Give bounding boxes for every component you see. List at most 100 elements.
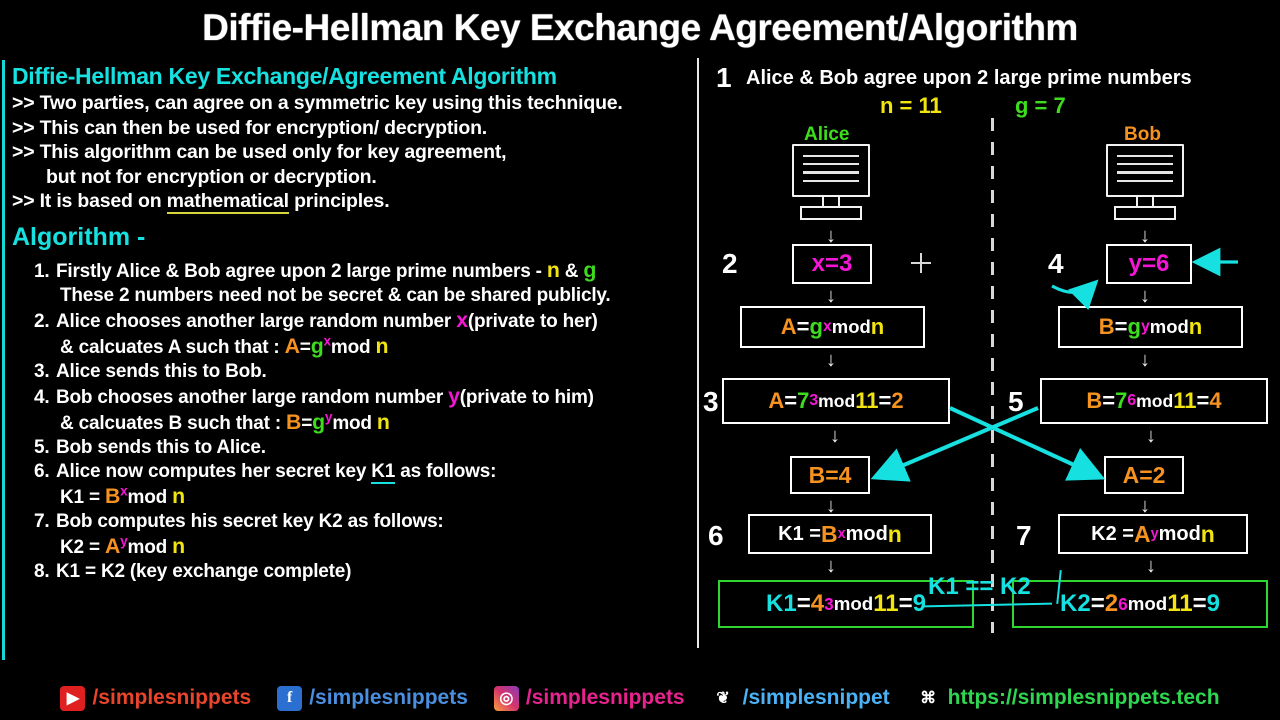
token-eq: = <box>1141 250 1156 277</box>
swap-arrows <box>870 247 1238 482</box>
alice-computer-icon <box>788 144 874 222</box>
step-text: Alice sends this to Bob. <box>56 360 267 382</box>
footer-item-instagram[interactable]: ◎ /simplesnippets <box>493 685 685 711</box>
token-y-exp: y <box>324 409 333 425</box>
diagram-step-3-number: 3 <box>703 386 719 417</box>
token-eq: = <box>1114 314 1128 339</box>
twitter-handle: /simplesnippet <box>742 686 890 709</box>
left-panel: Diffie-Hellman Key Exchange/Agreement Al… <box>12 62 690 647</box>
bullet-4-underlined: mathematical <box>166 190 289 214</box>
token-eq: = <box>784 388 798 413</box>
list-item: 5.Bob sends this to Alice. <box>34 436 690 460</box>
token-mod: mod <box>1149 316 1189 337</box>
footer-item-facebook[interactable]: f /simplesnippets <box>277 685 468 711</box>
step-number: 4. <box>34 386 50 408</box>
token-mod: mod <box>1158 522 1201 545</box>
token-x: x <box>456 307 468 332</box>
list-item: 1.Firstly Alice & Bob agree upon 2 large… <box>34 258 690 308</box>
token-mod: mod <box>831 316 871 337</box>
token-mod: mod <box>1127 593 1168 614</box>
diagram-step-1-text: Alice & Bob agree upon 2 large prime num… <box>746 67 1192 89</box>
token-n: n <box>1200 520 1215 547</box>
token-eq: = <box>1090 590 1105 617</box>
step-text: as follows: <box>395 460 497 482</box>
token-eq: = <box>796 314 810 339</box>
token-n: n <box>870 314 885 339</box>
arrow-down-icon: ↓ <box>826 285 836 307</box>
base-value: 7 <box>1115 388 1128 413</box>
twitter-icon: ❦ <box>716 690 730 707</box>
bob-computer-icon <box>1102 144 1188 222</box>
bullet-4-suffix: principles. <box>288 190 390 212</box>
key-label: K2 <box>1060 590 1091 617</box>
left-panel-heading: Diffie-Hellman Key Exchange/Agreement Al… <box>12 63 557 89</box>
center-divider-dashed <box>991 118 994 633</box>
final-key-value: 9 <box>912 590 926 617</box>
footer-item-youtube[interactable]: ▶ /simplesnippets <box>60 685 251 711</box>
token-mod: mod <box>833 593 874 614</box>
list-item: 7.Bob computes his secret key K2 as foll… <box>34 510 690 560</box>
instagram-handle: /simplesnippets <box>525 686 685 709</box>
token-B: B <box>104 483 121 508</box>
token-eq: = <box>898 590 913 617</box>
step-subline: These 2 numbers need not be secret & can… <box>60 284 611 306</box>
token-mod: mod <box>127 486 173 508</box>
step-number: 5. <box>34 436 50 458</box>
footer-item-website[interactable]: ⌘ https://simplesnippets.tech <box>916 686 1220 711</box>
alice-received-box: B = 4 <box>790 456 870 494</box>
token-B: B <box>1086 388 1103 413</box>
bob-received-box: A = 2 <box>1104 456 1184 494</box>
token-y: y <box>448 383 460 408</box>
token-A: A <box>284 333 300 358</box>
left-accent-rule <box>2 60 5 660</box>
monitor-neck <box>822 197 840 207</box>
token-B: B <box>820 520 838 547</box>
arrow-down-icon: ↓ <box>830 425 840 447</box>
step-text: Firstly Alice & Bob agree upon 2 large p… <box>56 260 547 282</box>
token-eq: = <box>796 590 811 617</box>
n-value: n = 11 <box>880 93 942 118</box>
alice-private-box: x = 3 <box>792 244 872 284</box>
token-eq: = <box>1102 388 1116 413</box>
website-url: https://simplesnippets.tech <box>947 686 1220 709</box>
x-value: 3 <box>839 250 853 277</box>
bob-label: Bob <box>1124 124 1161 145</box>
received-value: 2 <box>1152 461 1166 488</box>
bullet-4-prefix: >> It is based on <box>12 190 167 212</box>
footer-item-twitter[interactable]: ❦ /simplesnippet <box>711 686 890 711</box>
step-subline: & calcuates A such that : A=gxmod n <box>34 334 690 360</box>
monitor-screen <box>1106 144 1184 197</box>
key-label: K1 = <box>778 522 821 545</box>
diagram-panel: 1 Alice & Bob agree upon 2 large prime n… <box>700 58 1280 658</box>
diagram-step-7-number: 7 <box>1016 520 1032 551</box>
bullet-4: >> It is based on mathematical principle… <box>12 189 690 214</box>
step-number: 2. <box>34 310 50 332</box>
list-item: 4.Bob chooses another large random numbe… <box>34 384 690 436</box>
crosshair-cursor <box>911 253 931 273</box>
arrow-down-icon: ↓ <box>826 555 836 577</box>
token-g: g <box>312 409 325 434</box>
bullet-1: >> Two parties, can agree on a symmetric… <box>12 92 623 114</box>
arrow-down-icon: ↓ <box>1140 225 1150 247</box>
token-x-exp: x <box>120 483 128 499</box>
step-text: K1 = <box>60 486 105 508</box>
arrow-down-icon: ↓ <box>826 225 836 247</box>
token-n: n <box>546 257 560 282</box>
token-n: n <box>887 520 902 547</box>
bullet-3-cont: but not for encryption or decryption. <box>46 165 377 188</box>
step-subline: K2 = Aymod n <box>34 534 690 560</box>
list-item: 6.Alice now computes her secret key K1 a… <box>34 460 690 510</box>
instagram-icon: ◎ <box>493 685 519 711</box>
bullet-2: >> This can then be used for encryption/… <box>12 116 488 139</box>
diagram-step-4-number: 4 <box>1048 248 1064 279</box>
token-n: n <box>375 333 389 358</box>
token-eq: = <box>299 336 311 358</box>
algorithm-step-list: 1.Firstly Alice & Bob agree upon 2 large… <box>12 258 690 584</box>
key-label: K2 = <box>1091 522 1134 545</box>
modulus-value: 11 <box>1173 388 1197 413</box>
result-value: 4 <box>1209 388 1222 413</box>
